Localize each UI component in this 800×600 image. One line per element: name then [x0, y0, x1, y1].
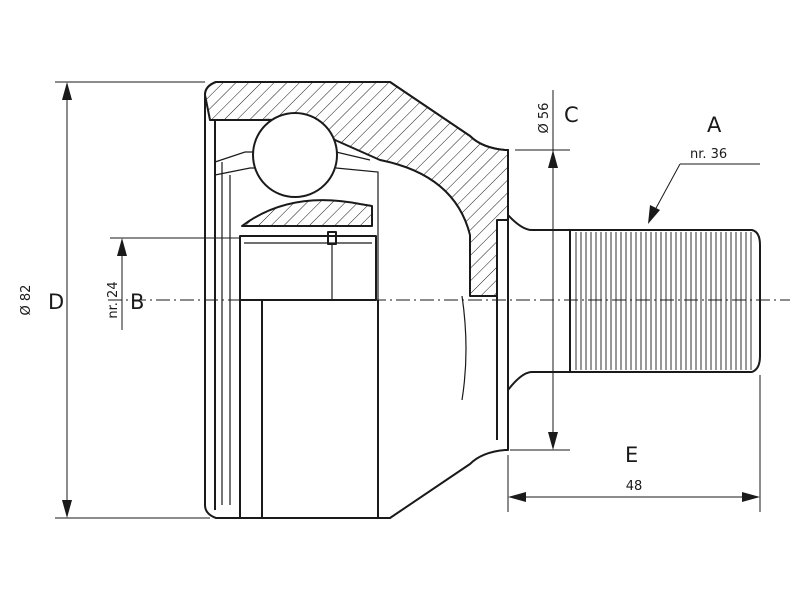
- dim-a-value: nr. 36: [690, 147, 727, 162]
- dim-a-leader: [654, 163, 681, 211]
- dim-c-value: Ø 56: [537, 103, 552, 134]
- dim-b-label: B: [130, 290, 144, 314]
- cage-right-line: [335, 167, 379, 300]
- stub-shaft-neck: [507, 214, 571, 391]
- dim-d-value: Ø 82: [19, 285, 34, 316]
- housing-section-hatch: [204, 81, 509, 297]
- cage-right-line-2: [335, 151, 371, 161]
- shoulder-curve: [461, 295, 467, 401]
- spline-teeth: [575, 232, 752, 370]
- circlip: [327, 231, 337, 245]
- dim-e-arrow-right: [742, 492, 760, 502]
- dim-e-arrow-left: [508, 492, 526, 502]
- dim-c-arrow-bottom: [548, 432, 558, 450]
- ball-bearing: [252, 112, 338, 198]
- inner-race-hatch: [241, 199, 373, 227]
- dim-d-arrow-bottom: [62, 500, 72, 518]
- dim-e-label: E: [625, 443, 638, 467]
- dim-c-label: C: [564, 103, 579, 127]
- dim-d-label: D: [48, 290, 64, 314]
- dim-b-value: nr. 24: [106, 281, 121, 318]
- dim-c-arrow-top: [548, 150, 558, 168]
- inner-hub-bore: [239, 235, 377, 301]
- stub-shaft-spline-body: [569, 229, 761, 373]
- dim-e-value: 48: [626, 479, 643, 494]
- dim-d-arrow-top: [62, 82, 72, 100]
- dim-b-arrow: [117, 238, 127, 256]
- dim-a-label: A: [707, 113, 722, 137]
- dim-a-arrow: [648, 205, 660, 224]
